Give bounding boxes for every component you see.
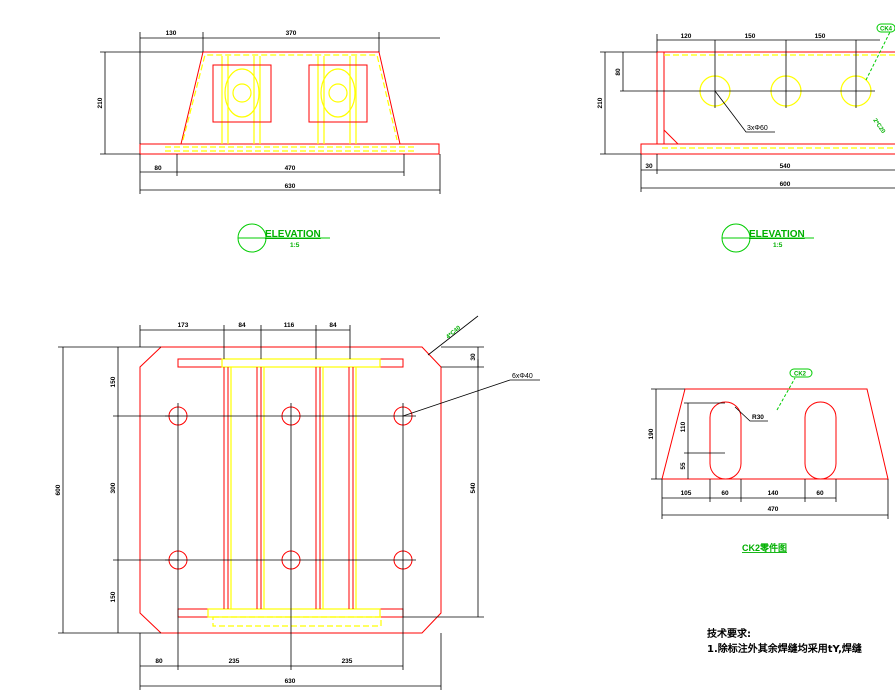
dim-210: 210: [97, 97, 104, 108]
ck2-trapezoid: [661, 388, 889, 480]
web-rib-1: [223, 367, 232, 609]
technical-notes: 技术要求: 1.除标注外其余焊缝均采用tY,焊缝: [707, 627, 862, 655]
dim-540: 540: [470, 482, 477, 493]
dim-150: 150: [745, 33, 756, 40]
body-weld-line: [182, 54, 398, 141]
dim-60: 60: [816, 490, 824, 497]
dim-80: 80: [154, 165, 162, 172]
radius-leader: [734, 406, 768, 422]
base-plate-outline: [139, 346, 442, 634]
dim-173: 173: [178, 322, 189, 329]
ck2-title: CK2零件图: [742, 542, 787, 553]
dim-630: 630: [285, 183, 296, 190]
dim-150: 150: [110, 591, 117, 602]
flange-top: [177, 358, 404, 368]
dim-630: 630: [285, 678, 296, 685]
slot-left: [224, 68, 260, 118]
view-scale: 1:5: [290, 242, 300, 249]
dim-84: 84: [238, 322, 246, 329]
web-rib-2: [256, 367, 265, 609]
ck2-part-view: CK2 R30 190 110 55 105 60 140 60 470 CK2…: [648, 368, 889, 553]
dim-235: 235: [229, 658, 240, 665]
ck4-tag: [876, 23, 895, 33]
dim-30: 30: [470, 353, 477, 361]
view-scale: 1:5: [773, 242, 783, 249]
holes-label: 6xΦ40: [512, 373, 533, 380]
dim-600: 600: [55, 484, 62, 495]
dim-540: 540: [780, 163, 791, 170]
ck2-slot-right: [804, 401, 837, 480]
ck4-label: CK4: [880, 27, 893, 33]
base-plate: [139, 143, 440, 155]
dim-105: 105: [681, 490, 692, 497]
dim-600: 600: [780, 181, 791, 188]
stiffener-group-left: [221, 56, 261, 144]
holes-leader: [714, 90, 775, 133]
dim-140: 140: [768, 490, 779, 497]
ck2-window-right: [308, 64, 368, 123]
dim-300: 300: [110, 482, 117, 493]
holes-leader: [402, 379, 540, 417]
dim-116: 116: [284, 322, 295, 329]
dim-110: 110: [680, 421, 687, 432]
bolt-holes: [165, 403, 416, 573]
elevation-view-1: 130 370 210 80 470 630 ELEVATION 1:5: [97, 30, 441, 253]
plan-view: 173 84 116 84 4*C40 30 540 6xΦ40 600 150…: [55, 315, 540, 690]
chamfer-label: 4*C40: [445, 325, 462, 341]
elevation-view-2: 120 150 150 80 210 30 540 600 3xΦ60 CK4 …: [597, 23, 895, 253]
dim-120: 120: [681, 33, 692, 40]
hole-right: [328, 83, 348, 103]
notes-heading: 技术要求:: [707, 627, 751, 640]
dim-470: 470: [768, 506, 779, 513]
view-title: ELEVATION: [265, 229, 321, 240]
dim-190: 190: [648, 428, 655, 439]
dim-150: 150: [815, 33, 826, 40]
ck2-slot-left: [709, 401, 742, 480]
ck2-tag-label: CK2: [794, 372, 807, 378]
web-rib-4: [348, 367, 357, 609]
web-rib-3: [315, 367, 324, 609]
notes-line-1: 1.除标注外其余焊缝均采用tY,焊缝: [707, 642, 862, 655]
dim-235: 235: [342, 658, 353, 665]
ck2-tag: [789, 368, 813, 378]
dim-30: 30: [645, 163, 653, 170]
slot-right: [320, 68, 356, 118]
dim-210: 210: [597, 97, 604, 108]
stiffener-group-right: [317, 56, 357, 144]
dim-370: 370: [286, 30, 297, 37]
dim-80: 80: [615, 68, 622, 76]
flange-bottom: [177, 608, 404, 618]
weld-label: 2*C20: [871, 118, 886, 136]
view-title: ELEVATION: [749, 229, 805, 240]
dim-130: 130: [166, 30, 177, 37]
ck2-window-left: [212, 64, 272, 123]
dim-60: 60: [721, 490, 729, 497]
radius-label: R30: [752, 414, 764, 421]
dim-55: 55: [680, 462, 687, 470]
holes-label: 3xΦ60: [747, 125, 768, 132]
base-plate: [640, 143, 895, 155]
dim-84: 84: [329, 322, 337, 329]
dim-470: 470: [285, 165, 296, 172]
hole-left: [232, 83, 252, 103]
dim-150: 150: [110, 376, 117, 387]
dim-80: 80: [155, 658, 163, 665]
